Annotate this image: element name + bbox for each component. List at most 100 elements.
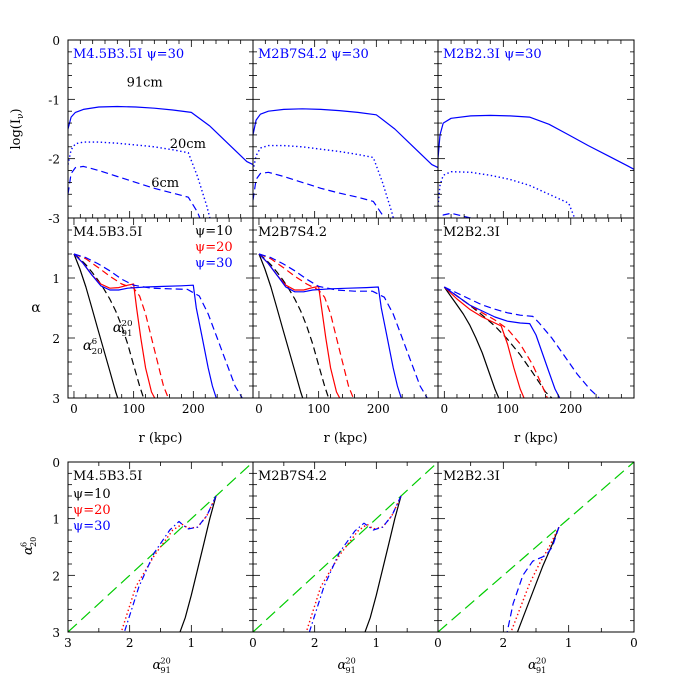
series-line-blue-solid [258, 253, 402, 398]
alpha-symbol: α [153, 658, 162, 673]
x-tick-label: 1 [373, 636, 381, 650]
x-axis-label: r (kpc) [514, 431, 558, 446]
panel-ticks [437, 39, 635, 219]
series-line-blue-dashed [253, 171, 385, 218]
legend-entry: ψ=20 [73, 503, 111, 518]
series-line-black-solid [516, 526, 560, 632]
alpha-superscript: 20 [346, 657, 356, 666]
series-line-green-longdash [68, 462, 253, 632]
panel-label: M2B2.3I [443, 225, 500, 240]
y-tick-label: 3 [52, 626, 60, 640]
series-line-blue-solid [443, 286, 561, 398]
alpha-subscript: 20 [29, 537, 38, 547]
alpha-subscript: 20 [92, 347, 103, 357]
y-tick-label: 3 [52, 392, 60, 406]
series-line-red-dashed [73, 253, 169, 398]
alpha-symbol: α [338, 658, 347, 673]
y-axis-label: α [31, 300, 41, 316]
alpha-subscript: 91 [121, 329, 132, 339]
y-tick-label: 1 [52, 513, 60, 527]
panel-ticks [438, 217, 635, 399]
panel-label: M2B2.3I ψ=30 [443, 47, 542, 62]
legend-entry: ψ=10 [73, 487, 111, 502]
curve-annotation: 20cm [170, 137, 206, 152]
alpha-superscript: 6 [92, 337, 98, 347]
series-line-red-dotted [510, 526, 560, 632]
alpha-subscript: 91 [536, 666, 546, 675]
x-tick-label: 0 [249, 636, 257, 650]
x-tick-label: 0 [441, 402, 449, 416]
x-axis-label: r (kpc) [324, 431, 368, 446]
x-tick-label: 200 [559, 402, 582, 416]
series-line-blue-dotted [68, 141, 211, 218]
panel-label: M2B7S4.2 [258, 469, 327, 484]
y-tick-label: -2 [48, 153, 60, 167]
panel-ticks [252, 461, 439, 633]
x-tick-label: 0 [255, 402, 263, 416]
x-tick-label: 0 [434, 636, 442, 650]
x-tick-label: 200 [367, 402, 390, 416]
panel-label: M4.5B3.5I ψ=30 [73, 47, 184, 62]
x-tick-label: 3 [64, 636, 72, 650]
series-line-blue-dashed [258, 253, 428, 398]
panel-ticks [67, 461, 254, 633]
panel-ticks [437, 461, 635, 633]
series-line-black-solid [73, 253, 119, 398]
alpha-symbol: α [113, 320, 123, 336]
x-tick-label: 100 [122, 402, 145, 416]
x-tick-label: 0 [630, 636, 638, 650]
alpha-superscript: 20 [121, 319, 132, 329]
series-line-blue-dashed [506, 527, 560, 632]
panel-2-1-lines [253, 462, 438, 632]
panel-0-2-lines [438, 114, 634, 218]
y-axis-label: log(Iν) [9, 108, 26, 149]
series-line-blue-dashdot [123, 495, 217, 632]
x-tick-label: 2 [500, 636, 508, 650]
curve-annotation: 91cm [127, 75, 163, 90]
panel-label: M4.5B3.5I [73, 225, 142, 240]
panel-1-0-lines [73, 253, 243, 398]
series-line-red-dashed [258, 253, 354, 398]
series-line-blue-solid [253, 108, 438, 169]
panel-label: M4.5B3.5I [73, 469, 142, 484]
panel-frame [437, 217, 635, 399]
series-line-blue-dotted [253, 144, 395, 218]
series-line-red-dotted [120, 495, 217, 632]
curve-annotation: 6cm [151, 176, 179, 191]
series-line-red-solid [443, 286, 525, 398]
legend-entry: ψ=30 [73, 519, 111, 534]
y-tick-label: 2 [52, 332, 60, 346]
alpha-symbol: α [528, 658, 537, 673]
y-tick-label: 0 [52, 34, 60, 48]
alpha-subscript: 91 [346, 666, 356, 675]
panel-0-0-lines [68, 105, 253, 218]
y-tick-label: -3 [48, 212, 60, 226]
series-line-black-solid [179, 495, 217, 632]
series-line-black-dashed [73, 253, 145, 398]
alpha-superscript: 20 [536, 657, 546, 666]
legend-entry: ψ=10 [195, 224, 233, 239]
panel-ticks [253, 217, 439, 399]
panel-0-1-lines [253, 108, 438, 218]
series-line-black-solid [443, 286, 500, 398]
series-line-green-longdash [438, 462, 634, 632]
alpha-symbol: α [21, 546, 36, 555]
alpha-symbol: α [83, 338, 93, 354]
y-tick-label: -1 [48, 93, 60, 107]
series-line-blue-solid [68, 105, 253, 166]
chart-lines-layer [68, 105, 634, 632]
panel-label: M2B2.3I [443, 469, 500, 484]
series-line-blue-dashed [68, 165, 201, 218]
x-tick-label: 100 [307, 402, 330, 416]
alpha-subscript: 91 [161, 666, 171, 675]
y-tick-label: 0 [52, 456, 60, 470]
x-tick-label: 2 [126, 636, 134, 650]
x-tick-label: 200 [182, 402, 205, 416]
alpha-superscript: 20 [161, 657, 171, 666]
